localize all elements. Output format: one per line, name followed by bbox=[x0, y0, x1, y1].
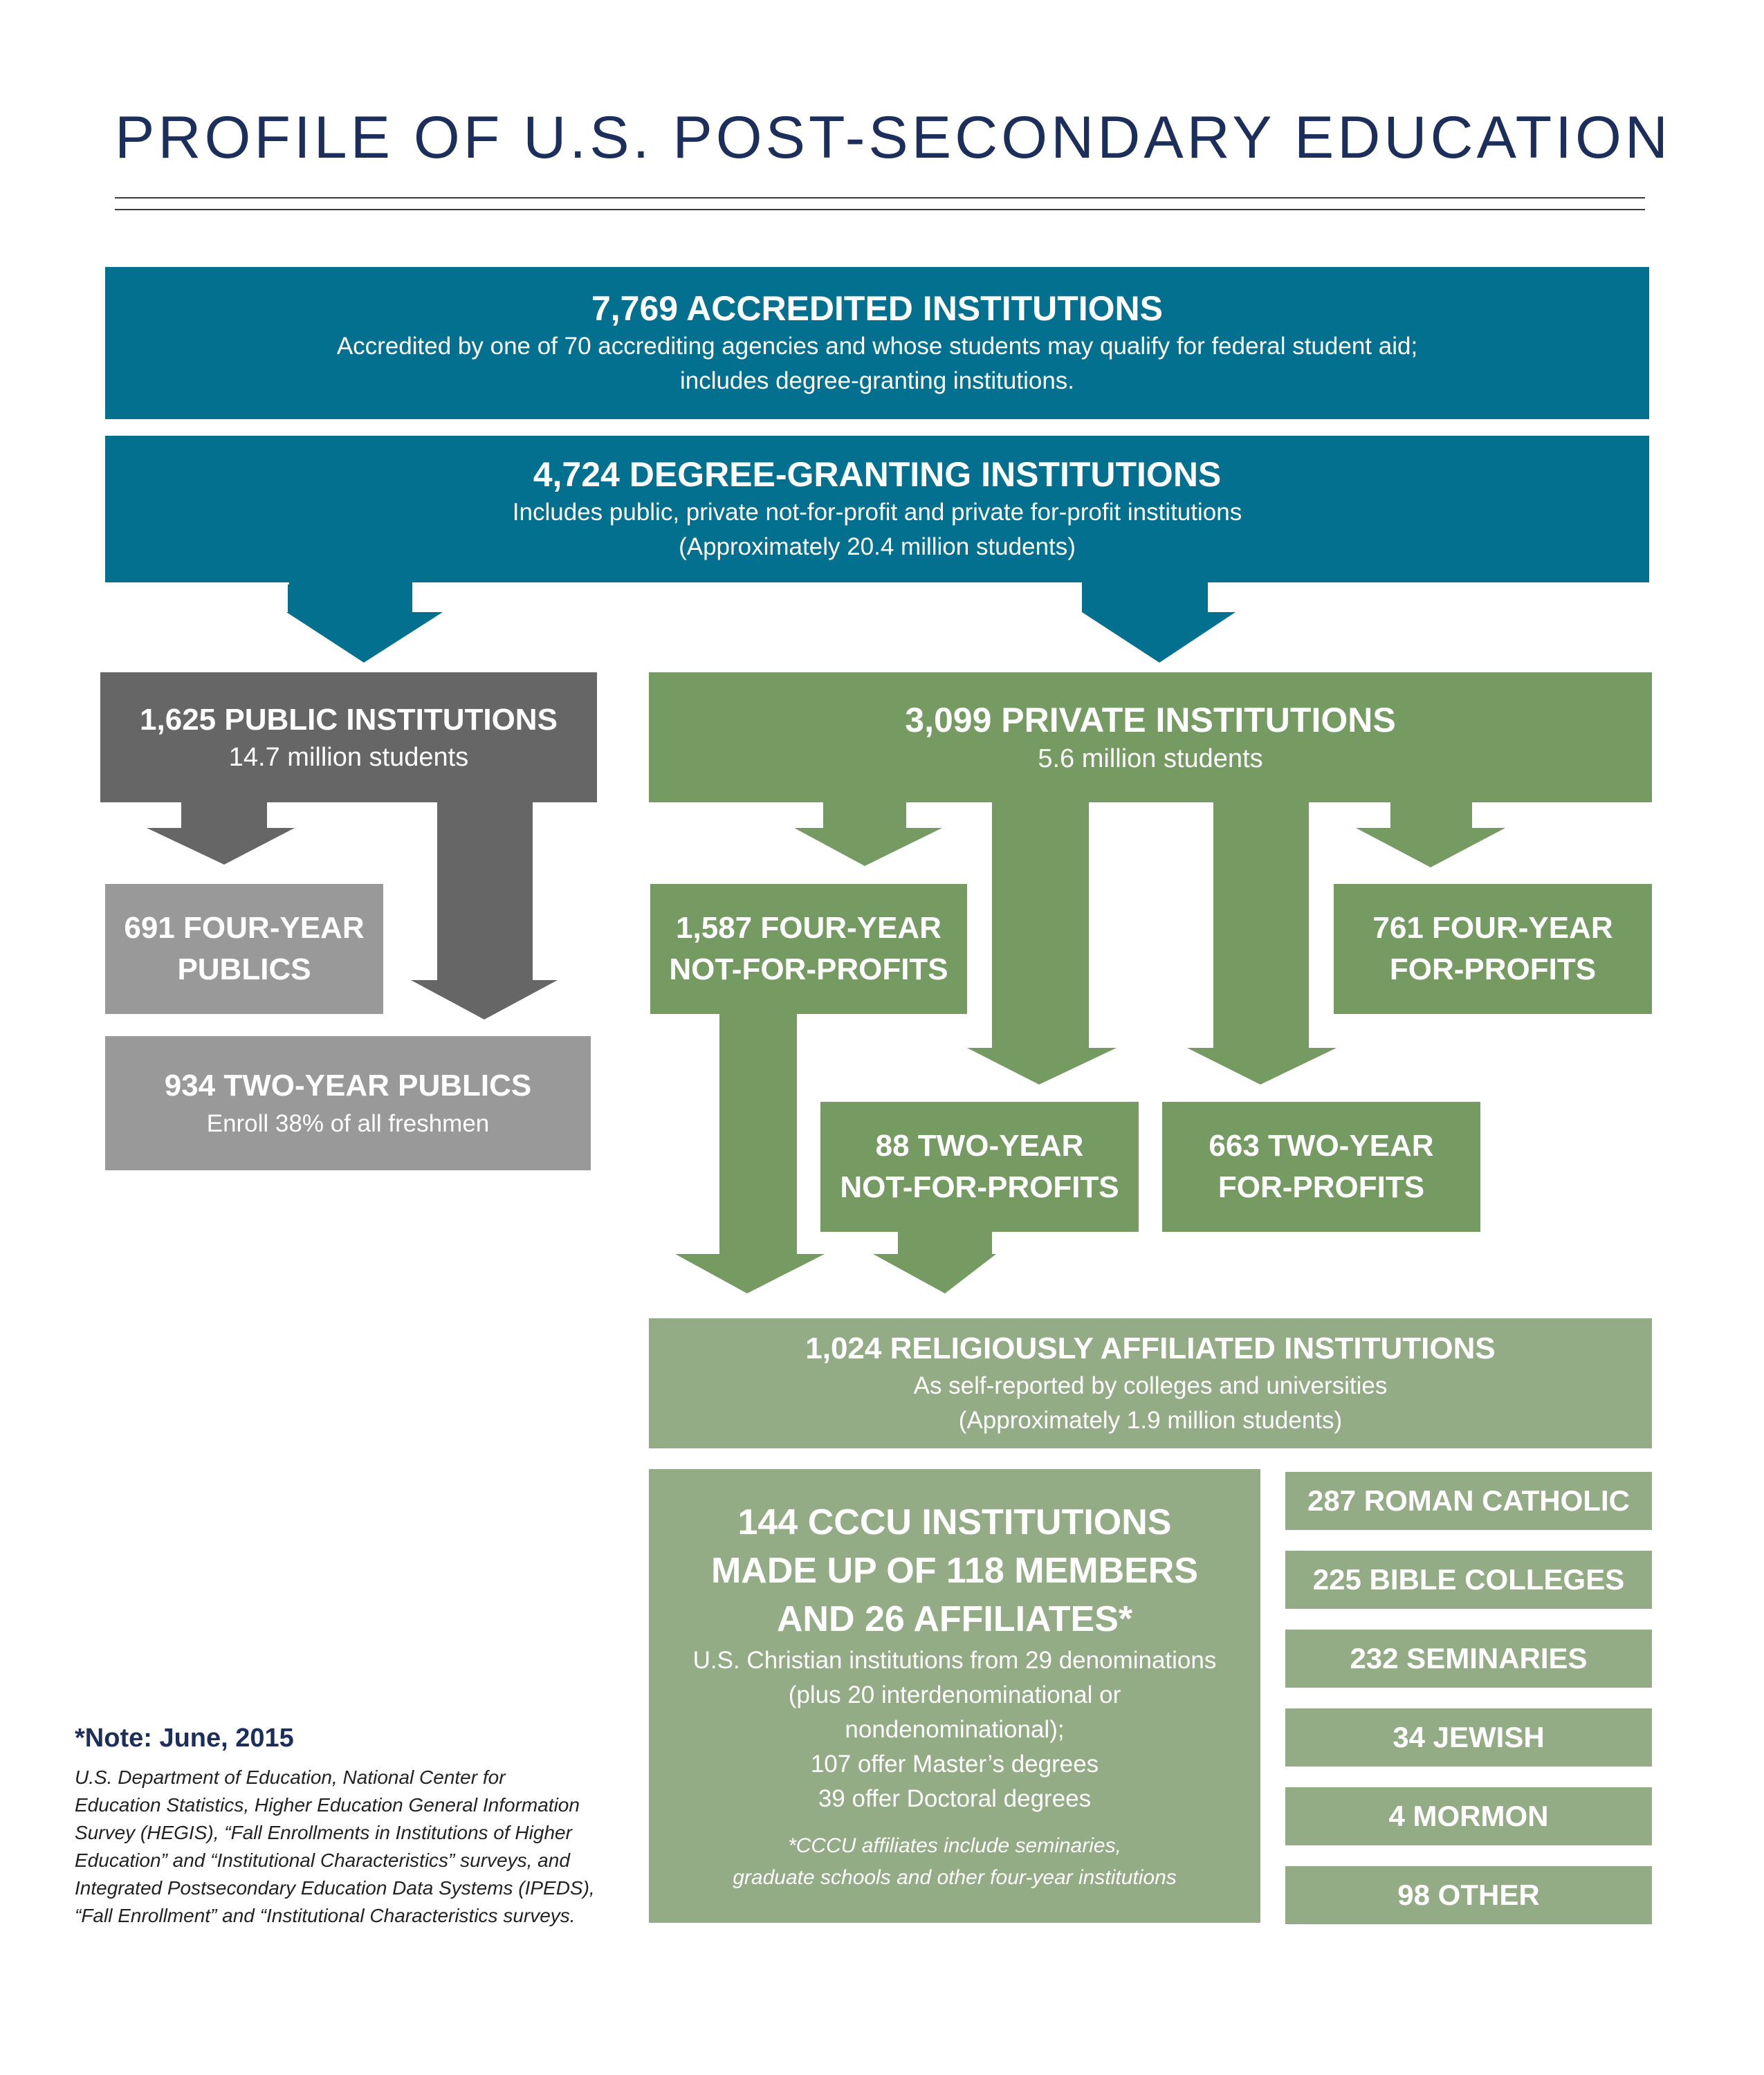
four-year-publics-box: 691 FOUR-YEAR PUBLICS bbox=[105, 884, 383, 1014]
religious-heading: 1,024 RELIGIOUSLY AFFILIATED INSTITUTION… bbox=[805, 1331, 1496, 1365]
cccu-line-3: nondenominational); bbox=[845, 1716, 1065, 1743]
accredited-line-2: includes degree-granting institutions. bbox=[679, 367, 1075, 394]
denomination-label: 225 BIBLE COLLEGES bbox=[1312, 1563, 1625, 1596]
arrow-public-to-two-year bbox=[411, 802, 558, 1020]
degree-granting-heading: 4,724 DEGREE-GRANTING INSTITUTIONS bbox=[533, 455, 1222, 494]
denomination-label: 4 MORMON bbox=[1388, 1800, 1549, 1832]
accredited-line-1: Accredited by one of 70 accrediting agen… bbox=[336, 333, 1418, 360]
degree-granting-line-1: Includes public, private not-for-profit … bbox=[512, 499, 1242, 526]
two-year-fp-line-1: 663 TWO-YEAR bbox=[1209, 1129, 1434, 1163]
note-line: “Fall Enrollment” and “Institutional Cha… bbox=[75, 1905, 576, 1926]
two-year-nfp-line-1: 88 TWO-YEAR bbox=[875, 1129, 1084, 1163]
denomination-box-other: 98 OTHER bbox=[1285, 1866, 1652, 1924]
denomination-box-mormon: 4 MORMON bbox=[1285, 1787, 1652, 1845]
two-year-publics-box: 934 TWO-YEAR PUBLICS Enroll 38% of all f… bbox=[105, 1036, 591, 1170]
cccu-heading-1: 144 CCCU INSTITUTIONS bbox=[737, 1502, 1172, 1542]
note-line: U.S. Department of Education, National C… bbox=[75, 1767, 506, 1788]
cccu-line-5: 39 offer Doctoral degrees bbox=[818, 1785, 1092, 1812]
arrow-public-to-four-year bbox=[147, 802, 295, 865]
arrow-private-to-four-year-fp bbox=[1356, 802, 1505, 867]
arrow-four-year-nfp-to-religious bbox=[675, 1014, 825, 1293]
cccu-heading-3: AND 26 AFFILIATES* bbox=[776, 1599, 1133, 1639]
denomination-box-jewish: 34 JEWISH bbox=[1285, 1708, 1652, 1767]
four-year-fp-line-1: 761 FOUR-YEAR bbox=[1372, 911, 1613, 945]
denomination-label: 287 ROMAN CATHOLIC bbox=[1307, 1484, 1630, 1517]
four-year-for-profits-box: 761 FOUR-YEAR FOR-PROFITS bbox=[1334, 884, 1652, 1014]
title-rule-top bbox=[115, 197, 1645, 199]
denomination-box-bible-colleges: 225 BIBLE COLLEGES bbox=[1285, 1551, 1652, 1609]
denomination-label: 232 SEMINARIES bbox=[1350, 1642, 1588, 1675]
two-year-nfp-line-2: NOT-FOR-PROFITS bbox=[840, 1170, 1119, 1204]
two-year-for-profits-box: 663 TWO-YEAR FOR-PROFITS bbox=[1162, 1102, 1480, 1232]
public-institutions-box: 1,625 PUBLIC INSTITUTIONS 14.7 million s… bbox=[100, 672, 597, 802]
cccu-line-2: (plus 20 interdenominational or bbox=[788, 1681, 1121, 1708]
degree-granting-box: 4,724 DEGREE-GRANTING INSTITUTIONS Inclu… bbox=[105, 436, 1649, 582]
arrow-private-to-two-year-fp bbox=[1187, 802, 1336, 1085]
public-sub: 14.7 million students bbox=[228, 743, 469, 772]
four-year-nfp-line-1: 1,587 FOUR-YEAR bbox=[676, 911, 941, 945]
arrow-degree-to-public bbox=[286, 581, 443, 663]
four-year-not-for-profits-box: 1,587 FOUR-YEAR NOT-FOR-PROFITS bbox=[650, 884, 967, 1014]
four-year-fp-line-2: FOR-PROFITS bbox=[1389, 952, 1597, 986]
denomination-box-roman-catholic: 287 ROMAN CATHOLIC bbox=[1285, 1472, 1652, 1530]
arrow-degree-to-private bbox=[1082, 581, 1235, 663]
denomination-label: 34 JEWISH bbox=[1393, 1721, 1545, 1753]
two-year-publics-heading: 934 TWO-YEAR PUBLICS bbox=[164, 1069, 532, 1103]
cccu-institutions-box: 144 CCCU INSTITUTIONS MADE UP OF 118 MEM… bbox=[649, 1469, 1260, 1923]
religious-line-2: (Approximately 1.9 million students) bbox=[958, 1407, 1343, 1434]
note-line: Education Statistics, Higher Education G… bbox=[75, 1794, 580, 1816]
private-institutions-box: 3,099 PRIVATE INSTITUTIONS 5.6 million s… bbox=[649, 672, 1652, 802]
four-year-publics-line-1: 691 FOUR-YEAR bbox=[124, 911, 365, 945]
arrow-two-year-nfp-to-religious bbox=[873, 1231, 996, 1293]
arrow-private-to-four-year-nfp bbox=[794, 802, 942, 866]
cccu-line-1: U.S. Christian institutions from 29 deno… bbox=[692, 1647, 1217, 1674]
religiously-affiliated-box: 1,024 RELIGIOUSLY AFFILIATED INSTITUTION… bbox=[649, 1318, 1652, 1448]
note-line: Integrated Postsecondary Education Data … bbox=[75, 1877, 595, 1899]
degree-granting-line-2: (Approximately 20.4 million students) bbox=[679, 533, 1076, 560]
two-year-not-for-profits-box: 88 TWO-YEAR NOT-FOR-PROFITS bbox=[820, 1102, 1139, 1232]
private-heading: 3,099 PRIVATE INSTITUTIONS bbox=[905, 701, 1396, 739]
accredited-heading: 7,769 ACCREDITED INSTITUTIONS bbox=[591, 289, 1164, 328]
cccu-heading-2: MADE UP OF 118 MEMBERS bbox=[710, 1551, 1199, 1591]
four-year-publics-line-2: PUBLICS bbox=[177, 952, 311, 986]
note-title: *Note: June, 2015 bbox=[75, 1724, 294, 1753]
note-line: Survey (HEGIS), “Fall Enrollments in Ins… bbox=[75, 1822, 572, 1843]
accredited-institutions-box: 7,769 ACCREDITED INSTITUTIONS Accredited… bbox=[105, 267, 1649, 419]
title-rule-bottom bbox=[115, 209, 1645, 210]
arrow-private-to-two-year-nfp bbox=[967, 802, 1117, 1085]
two-year-fp-line-2: FOR-PROFITS bbox=[1218, 1170, 1425, 1204]
cccu-footnote-1: *CCCU affiliates include seminaries, bbox=[788, 1834, 1121, 1857]
note-source-text: U.S. Department of Education, National C… bbox=[75, 1764, 628, 1930]
four-year-nfp-line-2: NOT-FOR-PROFITS bbox=[669, 952, 948, 986]
public-heading: 1,625 PUBLIC INSTITUTIONS bbox=[140, 703, 558, 737]
cccu-footnote-2: graduate schools and other four-year ins… bbox=[733, 1866, 1177, 1889]
cccu-line-4: 107 offer Master’s degrees bbox=[810, 1751, 1099, 1778]
note-line: Education” and “Institutional Characteri… bbox=[75, 1850, 570, 1871]
denomination-box-seminaries: 232 SEMINARIES bbox=[1285, 1630, 1652, 1688]
page-title: PROFILE OF U.S. POST-SECONDARY EDUCATION bbox=[115, 104, 1672, 171]
religious-line-1: As self-reported by colleges and univers… bbox=[913, 1372, 1388, 1399]
two-year-publics-sub: Enroll 38% of all freshmen bbox=[206, 1110, 490, 1137]
private-sub: 5.6 million students bbox=[1038, 744, 1263, 773]
denomination-label: 98 OTHER bbox=[1397, 1879, 1540, 1911]
